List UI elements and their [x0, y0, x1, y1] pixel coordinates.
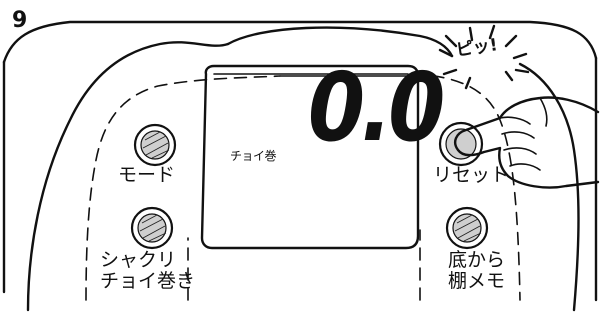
- reset-button-label: リセット: [433, 164, 510, 186]
- reset-button[interactable]: [439, 122, 483, 166]
- shakuri-button-label-line2: チョイ巻き: [100, 270, 196, 292]
- step-number: 9: [12, 8, 28, 33]
- shakuri-button[interactable]: [131, 207, 173, 249]
- sound-burst-icon: [438, 24, 530, 90]
- mode-button-label: モード: [118, 164, 176, 186]
- lcd-value: 0.0: [308, 53, 445, 164]
- bottom-memo-button-label-line1: 底から: [448, 249, 506, 271]
- shakuri-button-drawing: [130, 206, 174, 250]
- lcd-mode-label: チョイ巻: [230, 149, 277, 163]
- lcd-window: [200, 64, 420, 250]
- bottom-memo-button-drawing: [445, 206, 489, 250]
- bottom-memo-button-label-line2: 棚メモ: [448, 270, 506, 292]
- mode-button-drawing: [133, 123, 177, 167]
- shakuri-button-label-line1: シャクリ: [100, 249, 177, 271]
- device-body-outline: [2, 20, 598, 312]
- mode-button[interactable]: [134, 124, 176, 166]
- bottom-memo-button[interactable]: [446, 207, 488, 249]
- pointing-hand-icon: [454, 96, 600, 189]
